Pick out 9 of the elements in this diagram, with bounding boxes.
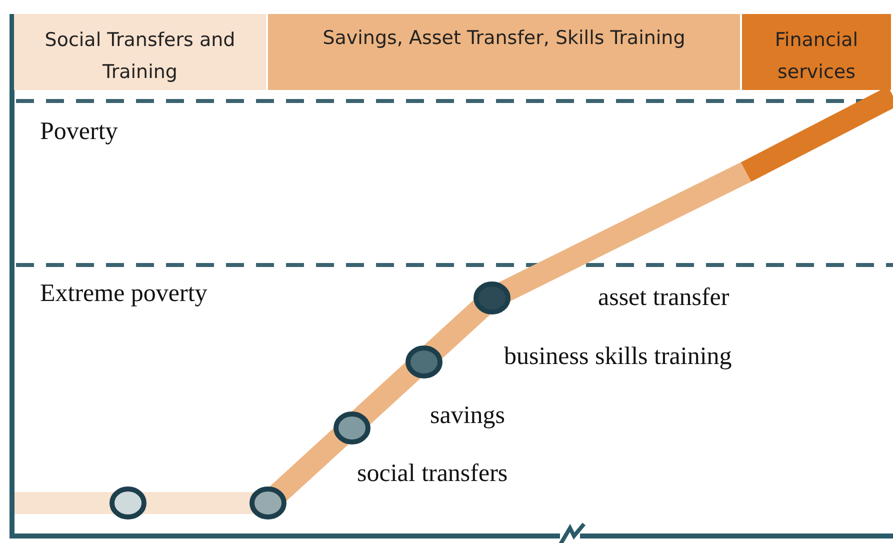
threshold-label: Poverty [40,118,118,146]
stage-band: Savings, Asset Transfer, Skills Training [268,14,742,90]
step-label: business skills training [504,343,732,371]
step-label: asset transfer [598,284,730,312]
threshold-label: Extreme poverty [40,280,208,308]
step-label: savings [430,402,505,430]
step-label: social transfers [357,460,508,488]
stage-band: Financial services [742,14,893,90]
stage-band: Social Transfers and Training [14,14,268,90]
